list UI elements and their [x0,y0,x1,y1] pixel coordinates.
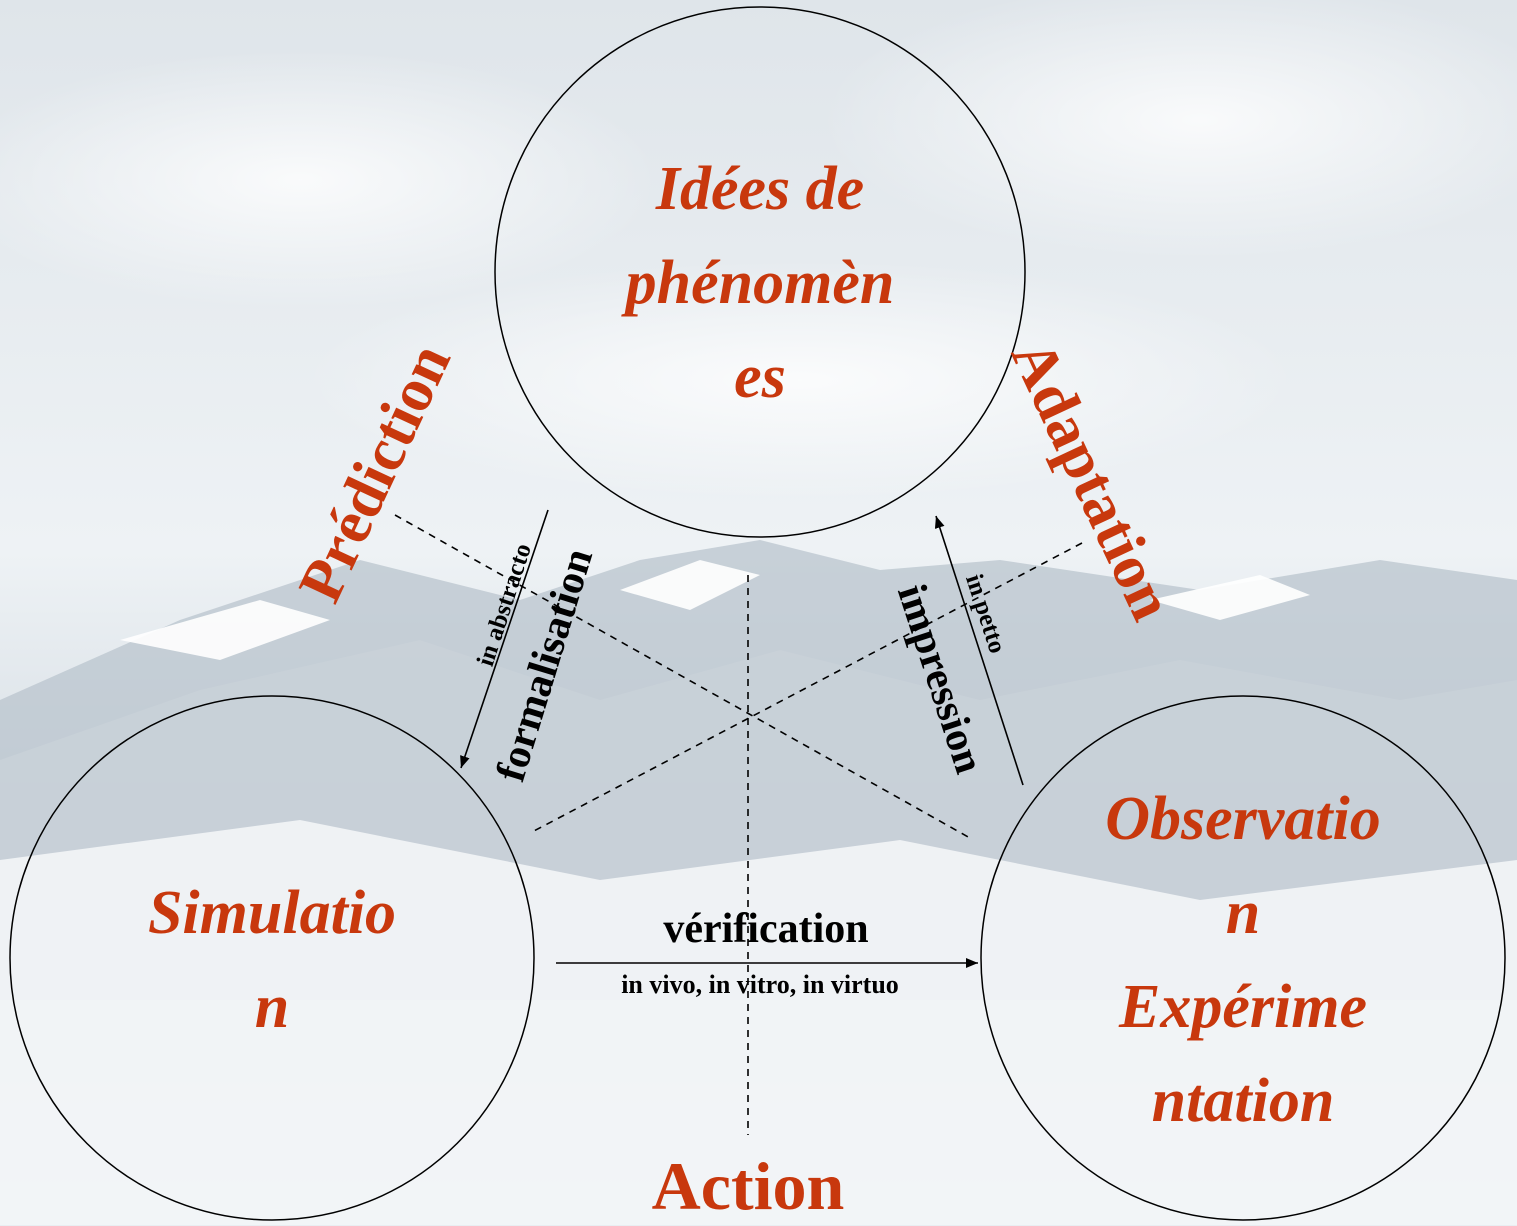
edge-label-verification: vérification [663,906,869,952]
node-simulation-line-2: n [254,973,290,1041]
node-ideas-label: Idées de phénomèn es [560,142,960,424]
node-simulation-line-1: Simulatio [147,879,397,947]
node-observation-label: Observatio n Expérime ntation [1043,772,1443,1148]
node-observation-line-2: n [1225,879,1261,947]
dashed-axis-left-diagonal [394,514,971,839]
axis-label-action: Action [651,1148,845,1224]
edge-sublabel-in-vivo: in vivo, in vitro, in virtuo [621,970,899,999]
node-observation-line-1: Observatio [1105,785,1381,853]
node-ideas-line-1: Idées de [655,155,865,223]
formalisation-arrow [460,509,549,769]
node-ideas-line-2: phénomèn [625,249,895,317]
node-ideas-line-3: es [734,343,786,411]
node-observation-line-3: Expérime [1119,973,1367,1041]
node-observation-circle [980,695,1506,1221]
node-ideas-circle [494,6,1026,538]
node-simulation-label: Simulatio n [72,866,472,1054]
impression-arrow [934,515,1024,786]
node-simulation-circle [9,695,535,1221]
node-observation-line-4: ntation [1151,1067,1335,1135]
